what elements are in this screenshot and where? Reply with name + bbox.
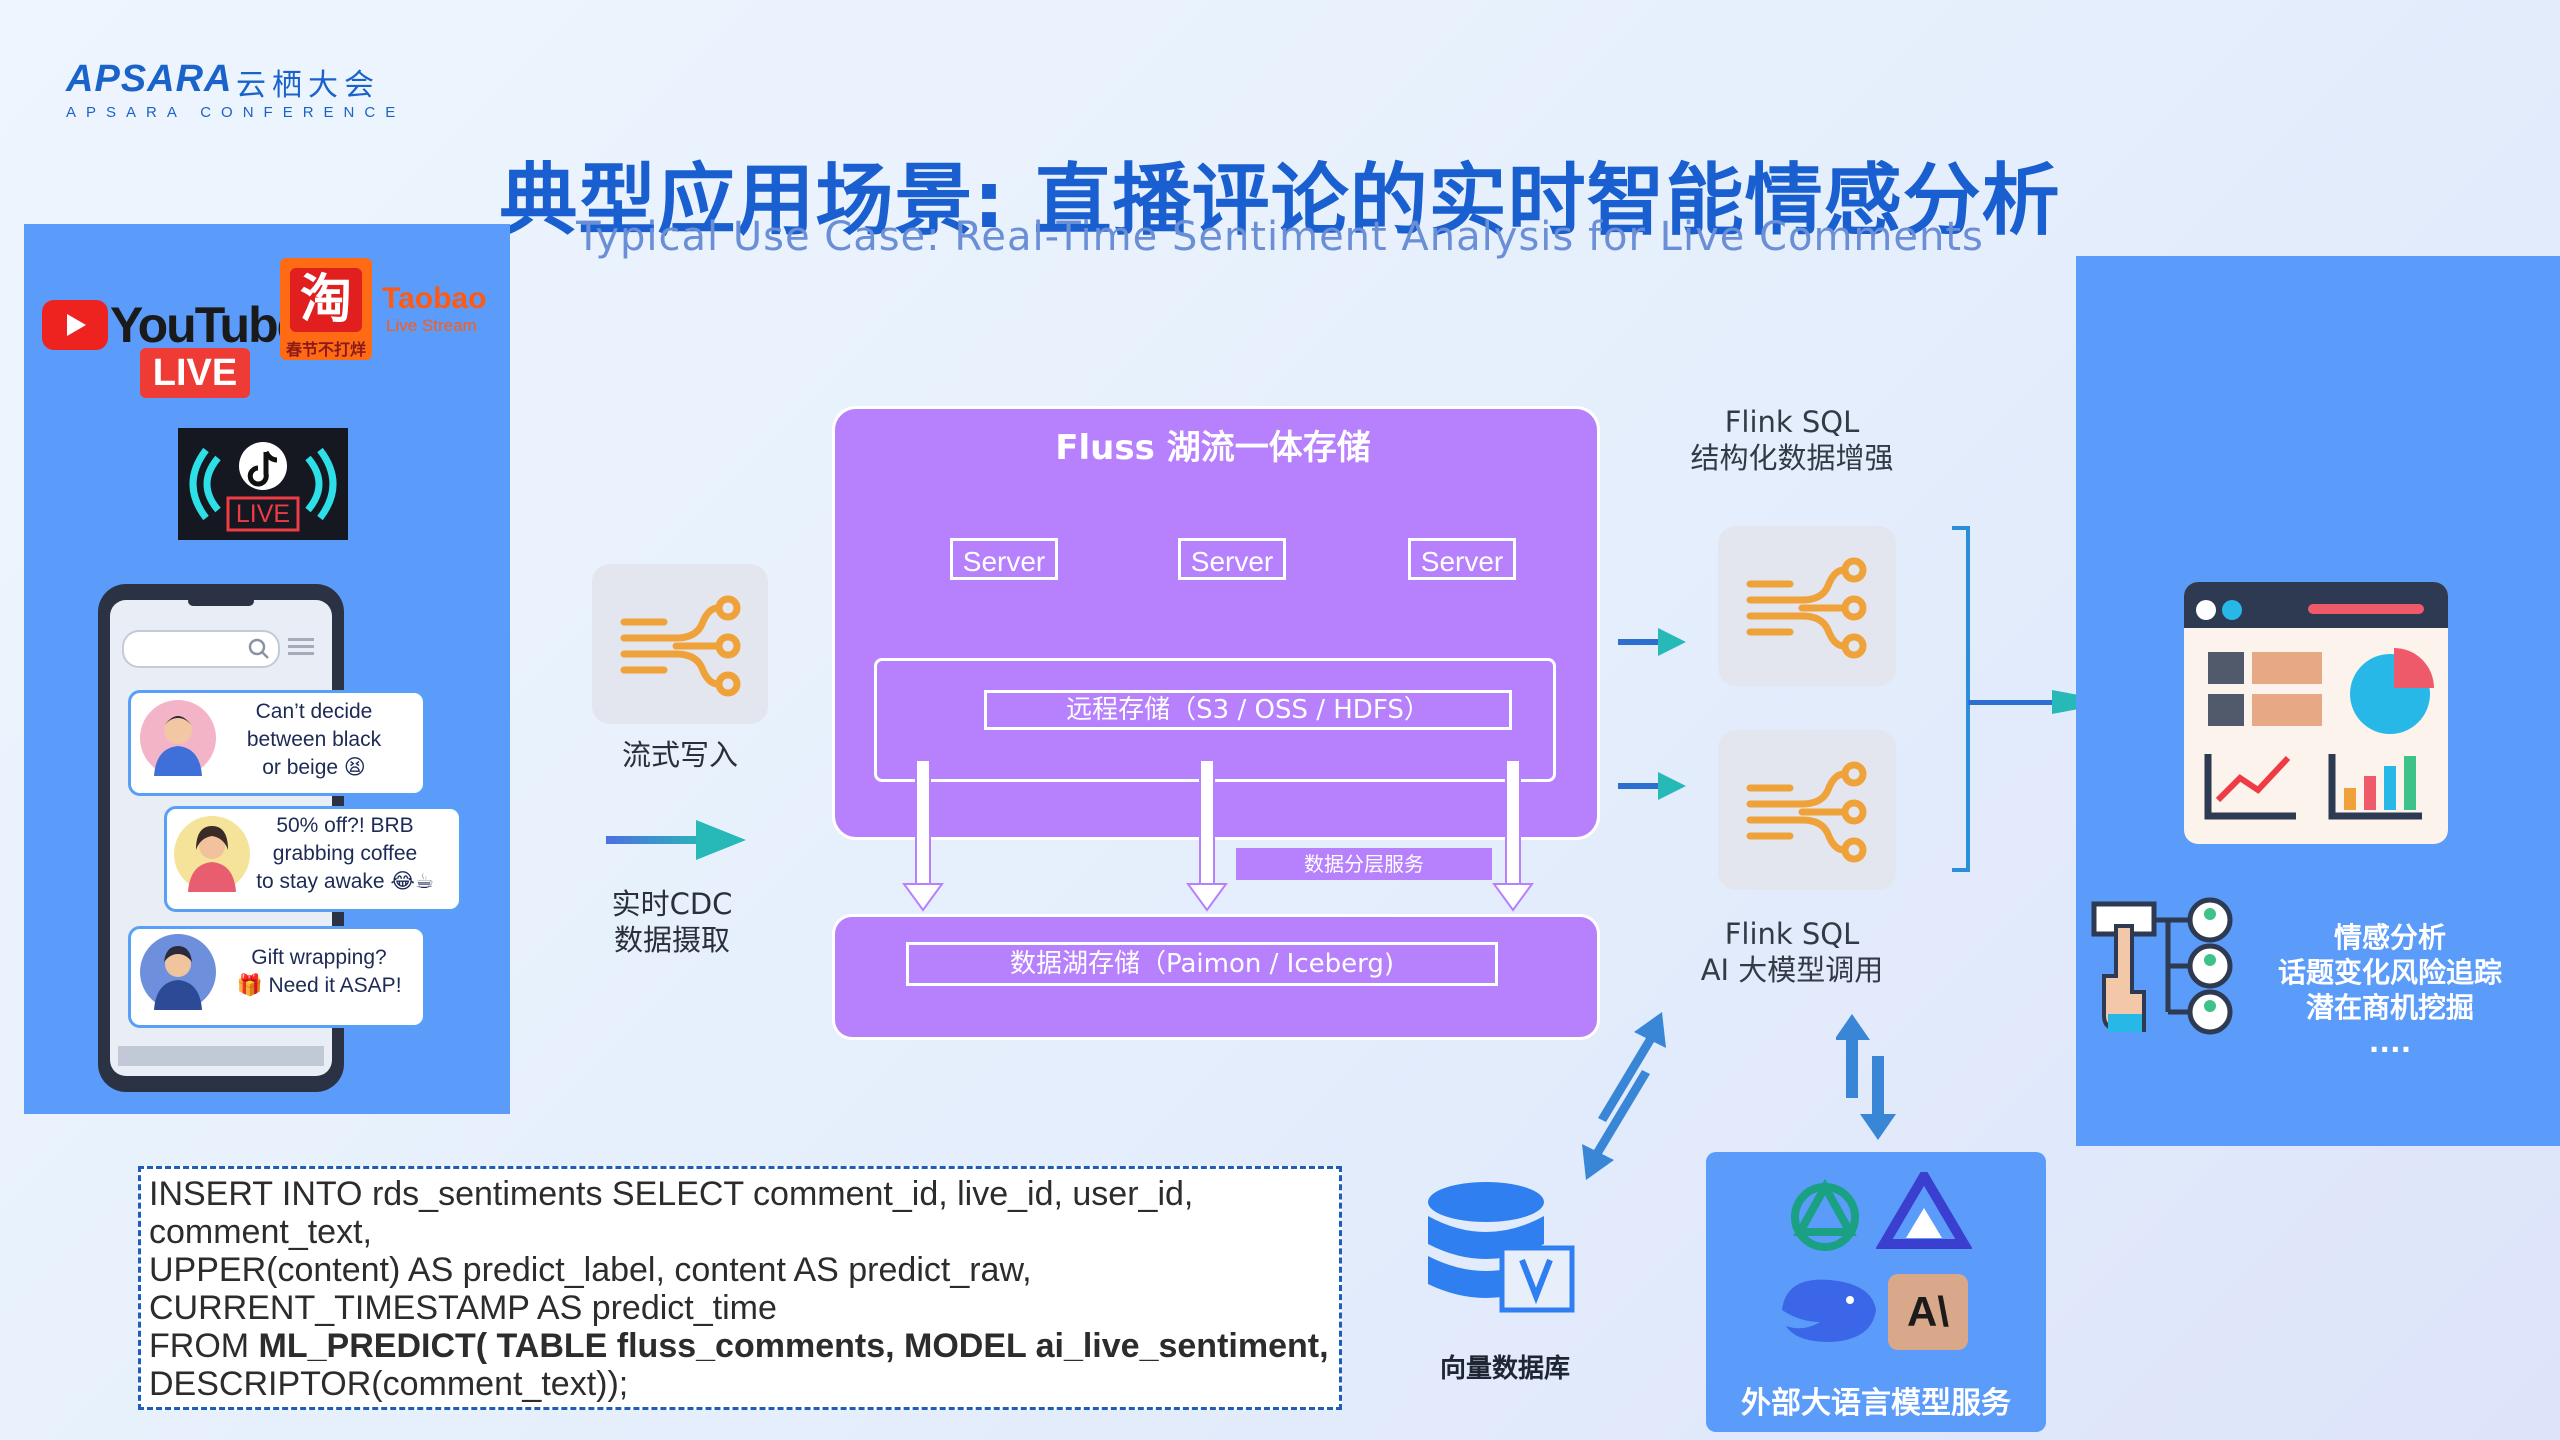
page-title: 典型应用场景: 直播评论的实时智能情感分析 (499, 156, 2061, 246)
sql-line: DESCRIPTOR(comment_text)); (149, 1365, 629, 1403)
server-node: Server (1178, 538, 1286, 580)
server-node: Server (950, 538, 1058, 580)
page-subtitle: Typical Use Case: Real-Time Sentiment An… (576, 214, 1984, 260)
vector-db-label: 向量数据库 (1439, 1354, 1570, 1384)
avatar (174, 816, 250, 892)
taobao-caption: 春节不打烊 (285, 340, 366, 359)
openai-icon (1791, 1178, 1859, 1251)
pipeline-icon (1746, 557, 1867, 659)
dashboard-icon (2184, 582, 2448, 820)
lake-storage-label: 数据湖存储（Paimon / Iceberg) (906, 942, 1498, 986)
llm-service-box (1706, 1152, 2046, 1432)
sql-line: INSERT INTO rds_sentiments SELECT commen… (149, 1175, 1194, 1213)
flink-enrich-icon-card (1718, 526, 1896, 686)
vector-db-bidirectional-arrow (1582, 1012, 1666, 1180)
phone-input-bar (118, 1046, 324, 1066)
phone-search-bar[interactable] (122, 630, 280, 668)
stream-write-icon-card (592, 564, 768, 724)
sql-line: comment_text, (149, 1213, 372, 1251)
taobao-logo: 淘 春节不打烊 (280, 258, 372, 360)
search-icon (248, 638, 269, 659)
dashboard-illustration (2184, 582, 2448, 844)
menu-icon[interactable] (288, 636, 316, 658)
tiering-arrows (902, 760, 1534, 912)
stream-write-label: 流式写入 (621, 738, 738, 772)
taobao-name: Taobao (382, 282, 487, 315)
vector-database-icon (1428, 1182, 1575, 1313)
avatar (140, 934, 216, 1010)
analytics-outputs: 情感分析 话题变化风险追踪 潜在商机挖掘 .... (2277, 921, 2502, 1059)
logo-apsara: APSARA (66, 58, 233, 100)
youtube-live-badge: LIVE (140, 348, 250, 398)
fluss-title: Fluss 湖流一体存储 (1055, 428, 1371, 468)
remote-storage-label: 远程存储（S3 / OSS / HDFS） (984, 690, 1512, 730)
logo-cn: 云栖大会 (236, 68, 380, 103)
youtube-wordmark: YouTube (110, 297, 304, 353)
arrow-right-icon (1618, 628, 1686, 656)
server-node: Server (1408, 538, 1516, 580)
avatar (140, 700, 216, 776)
comment-text: Gift wrapping?🎁 Need it ASAP! (236, 946, 402, 997)
tiering-service-label: 数据分层服务 (1236, 848, 1492, 880)
flink-ai-icon-card (1718, 730, 1896, 890)
taobao-sub: Live Stream (386, 316, 477, 335)
tiktok-live-logo: LIVE (178, 428, 348, 540)
deepseek-icon (1782, 1279, 1876, 1342)
fluss-storage-box (832, 406, 1600, 840)
tiktok-live-badge: LIVE (235, 500, 291, 528)
sql-line: FROM ML_PREDICT( TABLE fluss_comments, M… (149, 1327, 1329, 1365)
sql-line: CURRENT_TIMESTAMP AS predict_time (149, 1289, 777, 1327)
tiktok-icon (189, 442, 337, 532)
taobao-char: 淘 (290, 268, 362, 332)
pipeline-icon (1746, 761, 1867, 863)
llm-service-label: 外部大语言模型服务 (1741, 1386, 2011, 1421)
logo-subtitle: APSARA CONFERENCE (66, 104, 406, 121)
arrow-right-icon (1618, 772, 1686, 800)
pipeline-icon (620, 595, 741, 697)
youtube-play-icon (42, 300, 108, 350)
sql-code-block: INSERT INTO rds_sentiments SELECT commen… (138, 1166, 1342, 1410)
qwen-icon (1876, 1172, 1972, 1249)
anthropic-icon: A\ (1888, 1274, 1968, 1350)
user-network-icon (2091, 897, 2233, 1035)
llm-bidirectional-arrow (1836, 1014, 1896, 1140)
phone-notch (188, 596, 254, 606)
lake-storage-box (832, 914, 1600, 1040)
sql-line: UPPER(content) AS predict_label, content… (149, 1251, 1032, 1289)
cdc-arrow (606, 820, 746, 860)
